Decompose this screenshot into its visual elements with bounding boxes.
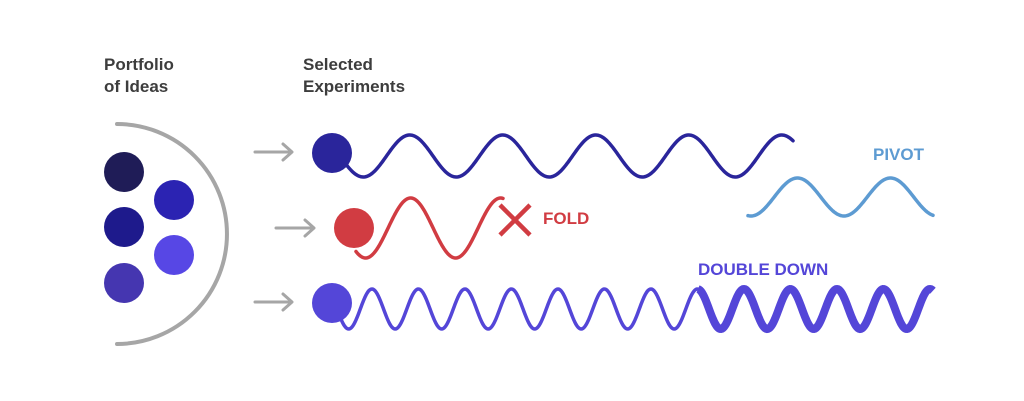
portfolio-heading-line-1: Portfolio bbox=[104, 55, 174, 74]
double-down-wave bbox=[696, 284, 936, 334]
pivot-wave bbox=[746, 176, 935, 218]
experiments-heading-line-1: Selected bbox=[303, 55, 373, 74]
experiment-circle-bottom bbox=[312, 283, 352, 323]
experiments-heading-line-2: Experiments bbox=[303, 77, 406, 96]
experiment-circle-fold bbox=[334, 208, 374, 248]
idea-circle bbox=[104, 263, 144, 303]
idea-circle bbox=[104, 152, 144, 192]
experiments-heading: Selected Experiments bbox=[303, 54, 405, 98]
experiment-wave-top bbox=[338, 133, 795, 179]
x-mark-icon bbox=[498, 203, 532, 237]
portfolio-arc bbox=[115, 122, 229, 346]
portfolio-heading-line-2: of Ideas bbox=[104, 77, 169, 96]
experiment-wave-bottom bbox=[338, 287, 702, 331]
portfolio-heading: Portfolio of Ideas bbox=[104, 54, 174, 98]
idea-circle bbox=[104, 207, 144, 247]
right-arrow-icon bbox=[253, 142, 294, 162]
experiment-wave-fold bbox=[354, 196, 505, 260]
idea-circle bbox=[154, 180, 194, 220]
right-arrow-icon bbox=[253, 292, 294, 312]
experiment-circle-top bbox=[312, 133, 352, 173]
pivot-label: PIVOT bbox=[873, 145, 925, 164]
right-arrow-icon bbox=[274, 218, 316, 238]
idea-circle bbox=[154, 235, 194, 275]
double-down-label: DOUBLE DOWN bbox=[698, 260, 828, 279]
fold-label: FOLD bbox=[543, 209, 589, 228]
